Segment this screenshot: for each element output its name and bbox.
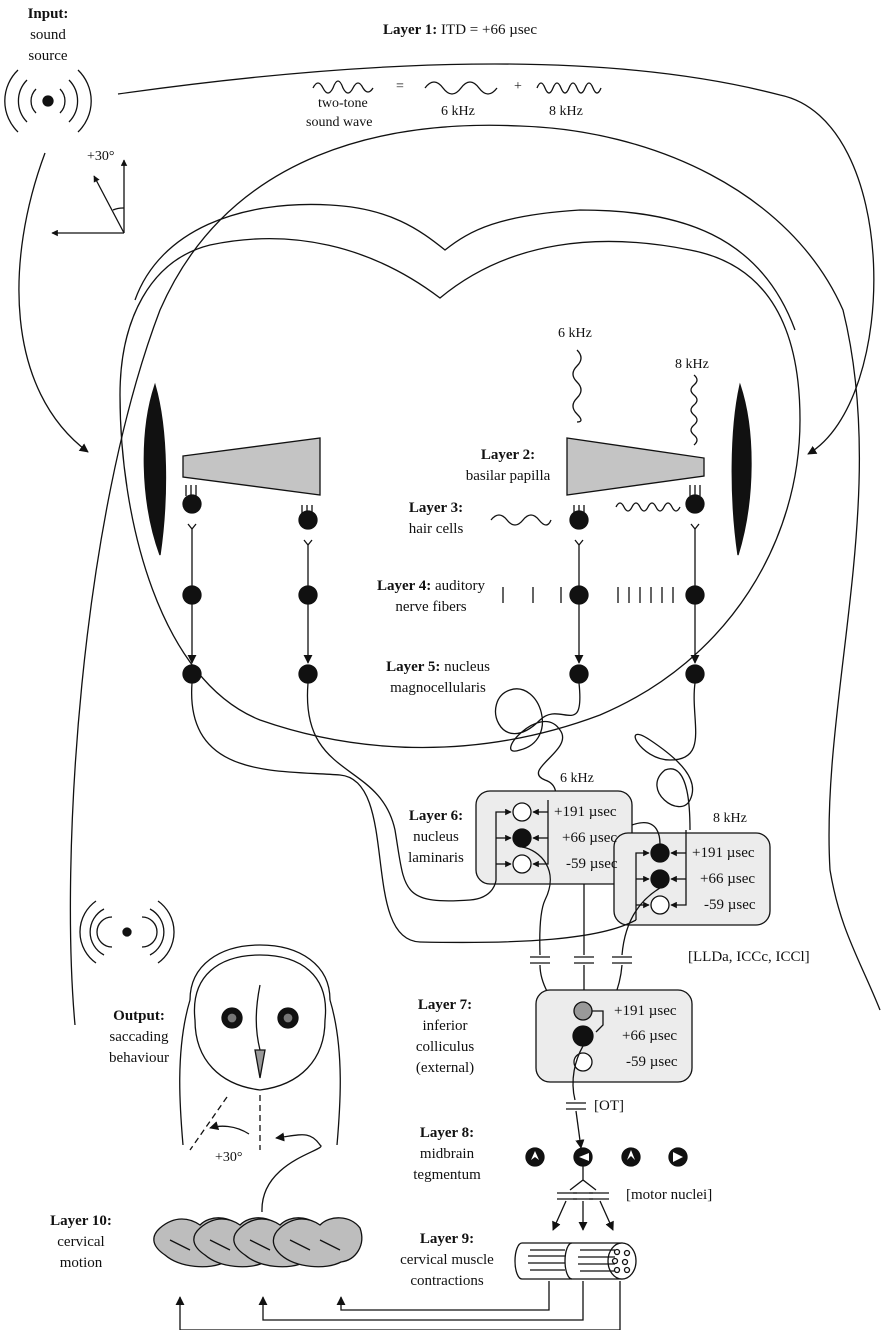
basilar-papilla-left <box>183 438 320 495</box>
box8-delay-59: -59 µsec <box>704 896 756 914</box>
plus-sign: + <box>514 78 522 96</box>
wave-6khz-label: 6 kHz <box>441 103 475 121</box>
freq-6khz-label: 6 kHz <box>558 325 592 343</box>
layer3-label: Layer 3:hair cells <box>395 498 477 540</box>
box6-delay-66: +66 µsec <box>562 829 617 847</box>
left-ear <box>144 385 165 555</box>
input-arrow-left <box>19 153 88 452</box>
column-right-1 <box>570 505 588 683</box>
angle-axes-icon <box>52 160 124 233</box>
twotone-label-1: two-tone <box>318 95 368 113</box>
vertebrae-chain <box>154 1218 362 1267</box>
colliculus-delay-59: -59 µsec <box>626 1053 678 1071</box>
box6-freq-label: 6 kHz <box>560 770 594 788</box>
synapses-layer7 <box>530 957 632 963</box>
motor-nuclei-label: [motor nuclei] <box>626 1186 712 1204</box>
layer2-label: Layer 2:basilar papilla <box>452 445 564 487</box>
wave-8khz-label: 8 kHz <box>549 103 583 121</box>
facial-disc-outer <box>135 204 795 330</box>
box8-delay-66: +66 µsec <box>700 870 755 888</box>
sound-source-icon <box>5 70 91 132</box>
box6-delay-191: +191 µsec <box>554 803 617 821</box>
box6-delay-59: -59 µsec <box>566 855 618 873</box>
wave-8khz <box>537 83 601 93</box>
layer1-label: Layer 1: ITD = +66 µsec <box>360 20 560 41</box>
right-ear <box>732 385 751 555</box>
spike-train-8khz <box>618 587 673 603</box>
muscle-icon <box>515 1243 636 1279</box>
wave-hair-8khz <box>616 503 680 511</box>
output-angle-label: +30° <box>215 1149 243 1167</box>
twotone-label-2: sound wave <box>306 114 373 132</box>
spike-train-6khz <box>503 587 561 603</box>
colliculus-delay-191: +191 µsec <box>614 1002 677 1020</box>
column-right-2 <box>686 485 704 683</box>
lld-label: [LLDa, ICCc, ICCl] <box>688 948 810 966</box>
freq-8khz-label: 8 kHz <box>675 356 709 374</box>
column-left-2 <box>299 505 317 683</box>
wave-6khz-vertical <box>573 350 581 422</box>
input-arrow-right <box>118 64 874 454</box>
box8-freq-label: 8 kHz <box>713 810 747 828</box>
wave-6khz <box>425 82 497 94</box>
axon-tangle-8khz <box>635 683 696 830</box>
ot-label: [OT] <box>594 1097 624 1115</box>
wave-8khz-vertical <box>691 375 697 445</box>
colliculus-delay-66: +66 µsec <box>622 1027 677 1045</box>
equals-sign: = <box>396 78 404 96</box>
basilar-papilla-right <box>567 438 704 495</box>
column-left-1 <box>183 485 201 683</box>
wave-hair-6khz <box>491 515 551 525</box>
wave-two-tone <box>313 81 373 93</box>
input-angle-label: +30° <box>87 148 115 166</box>
box8-delay-191: +191 µsec <box>692 844 755 862</box>
